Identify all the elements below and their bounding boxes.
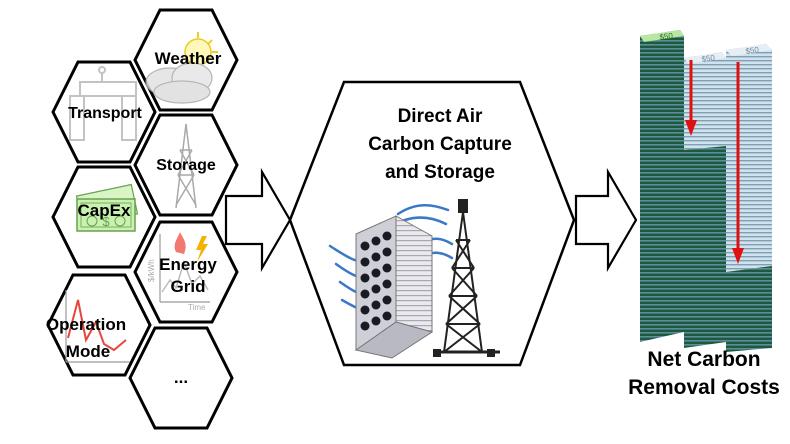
transport-label: Transport <box>68 105 142 122</box>
svg-text:$50: $50 <box>659 31 674 42</box>
process-title-line2: Carbon Capture <box>368 134 512 155</box>
process-title-line1: Direct Air <box>398 106 483 127</box>
energy-label: Energy <box>159 255 217 274</box>
svg-text:Time: Time <box>188 303 206 312</box>
grid-label: Grid <box>171 277 206 296</box>
output-label-line2: Removal Costs <box>628 376 780 399</box>
factor-transport: Transport <box>51 60 157 164</box>
operation-label: Operation <box>46 315 126 334</box>
flow-arrow-2 <box>574 167 638 273</box>
capex-label: CapEx <box>78 201 131 220</box>
svg-text:$50: $50 <box>701 53 716 64</box>
weather-label: Weather <box>155 49 222 68</box>
svg-text:$50: $50 <box>745 45 760 56</box>
air-contactor-icon <box>354 215 434 359</box>
banknote-icon: $ <box>75 183 139 232</box>
svg-text:$: $ <box>102 214 110 229</box>
dac-process: Direct Air Carbon Capture and Storage <box>288 80 576 367</box>
storage-label: Storage <box>156 157 216 174</box>
svg-text:$/kWh: $/kWh <box>147 259 156 282</box>
output-label-line1: Net Carbon <box>647 348 760 371</box>
more-label: ... <box>174 368 188 387</box>
factor-storage: Storage <box>133 113 239 217</box>
factor-capex: $ CapEx <box>51 165 157 269</box>
factor-more: ... <box>128 326 234 430</box>
price-chart-icon: $/kWh Time <box>147 232 210 312</box>
mode-label: Mode <box>66 342 110 361</box>
factor-energy-grid: $/kWh Time Energy Grid <box>133 220 239 324</box>
down-arrow-icon <box>685 60 744 264</box>
factor-weather: Weather <box>133 8 239 112</box>
factor-operation-mode: Operation Mode <box>46 273 152 377</box>
flow-arrow-1 <box>224 167 292 273</box>
operation-chart-icon <box>65 290 130 363</box>
process-title-line3: and Storage <box>385 162 495 183</box>
drill-tower-icon <box>175 123 197 209</box>
cloud-sun-icon <box>145 32 218 104</box>
injection-well-icon <box>433 199 500 357</box>
money-stack-icon: $50 $50 $50 <box>640 30 772 352</box>
pipeline-icon <box>69 66 137 141</box>
